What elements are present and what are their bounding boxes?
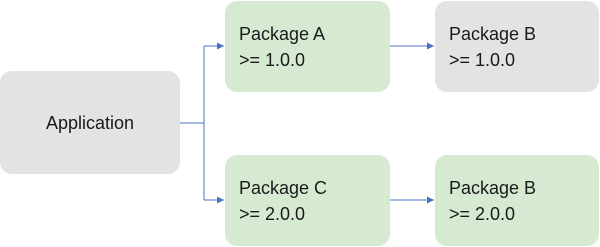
package-a-name: Package A [239, 24, 326, 44]
package-b-top-name: Package B [449, 24, 537, 44]
package-b-bottom-name: Package B [449, 178, 537, 198]
application-label: Application [45, 112, 135, 133]
package-c-node: Package C >= 2.0.0 [225, 155, 390, 246]
package-a-version: >= 1.0.0 [239, 50, 306, 70]
package-b-bottom-node: Package B >= 2.0.0 [435, 155, 599, 246]
package-b-bottom-version: >= 2.0.0 [449, 204, 516, 224]
app-to-branch-connector [180, 46, 205, 200]
package-b-top-version: >= 1.0.0 [449, 50, 516, 70]
package-b-top-node: Package B >= 1.0.0 [435, 1, 599, 92]
package-c-name: Package C [239, 178, 328, 198]
package-a-node: Package A >= 1.0.0 [225, 1, 390, 92]
package-c-version: >= 2.0.0 [239, 204, 306, 224]
application-node: Application [0, 71, 180, 174]
